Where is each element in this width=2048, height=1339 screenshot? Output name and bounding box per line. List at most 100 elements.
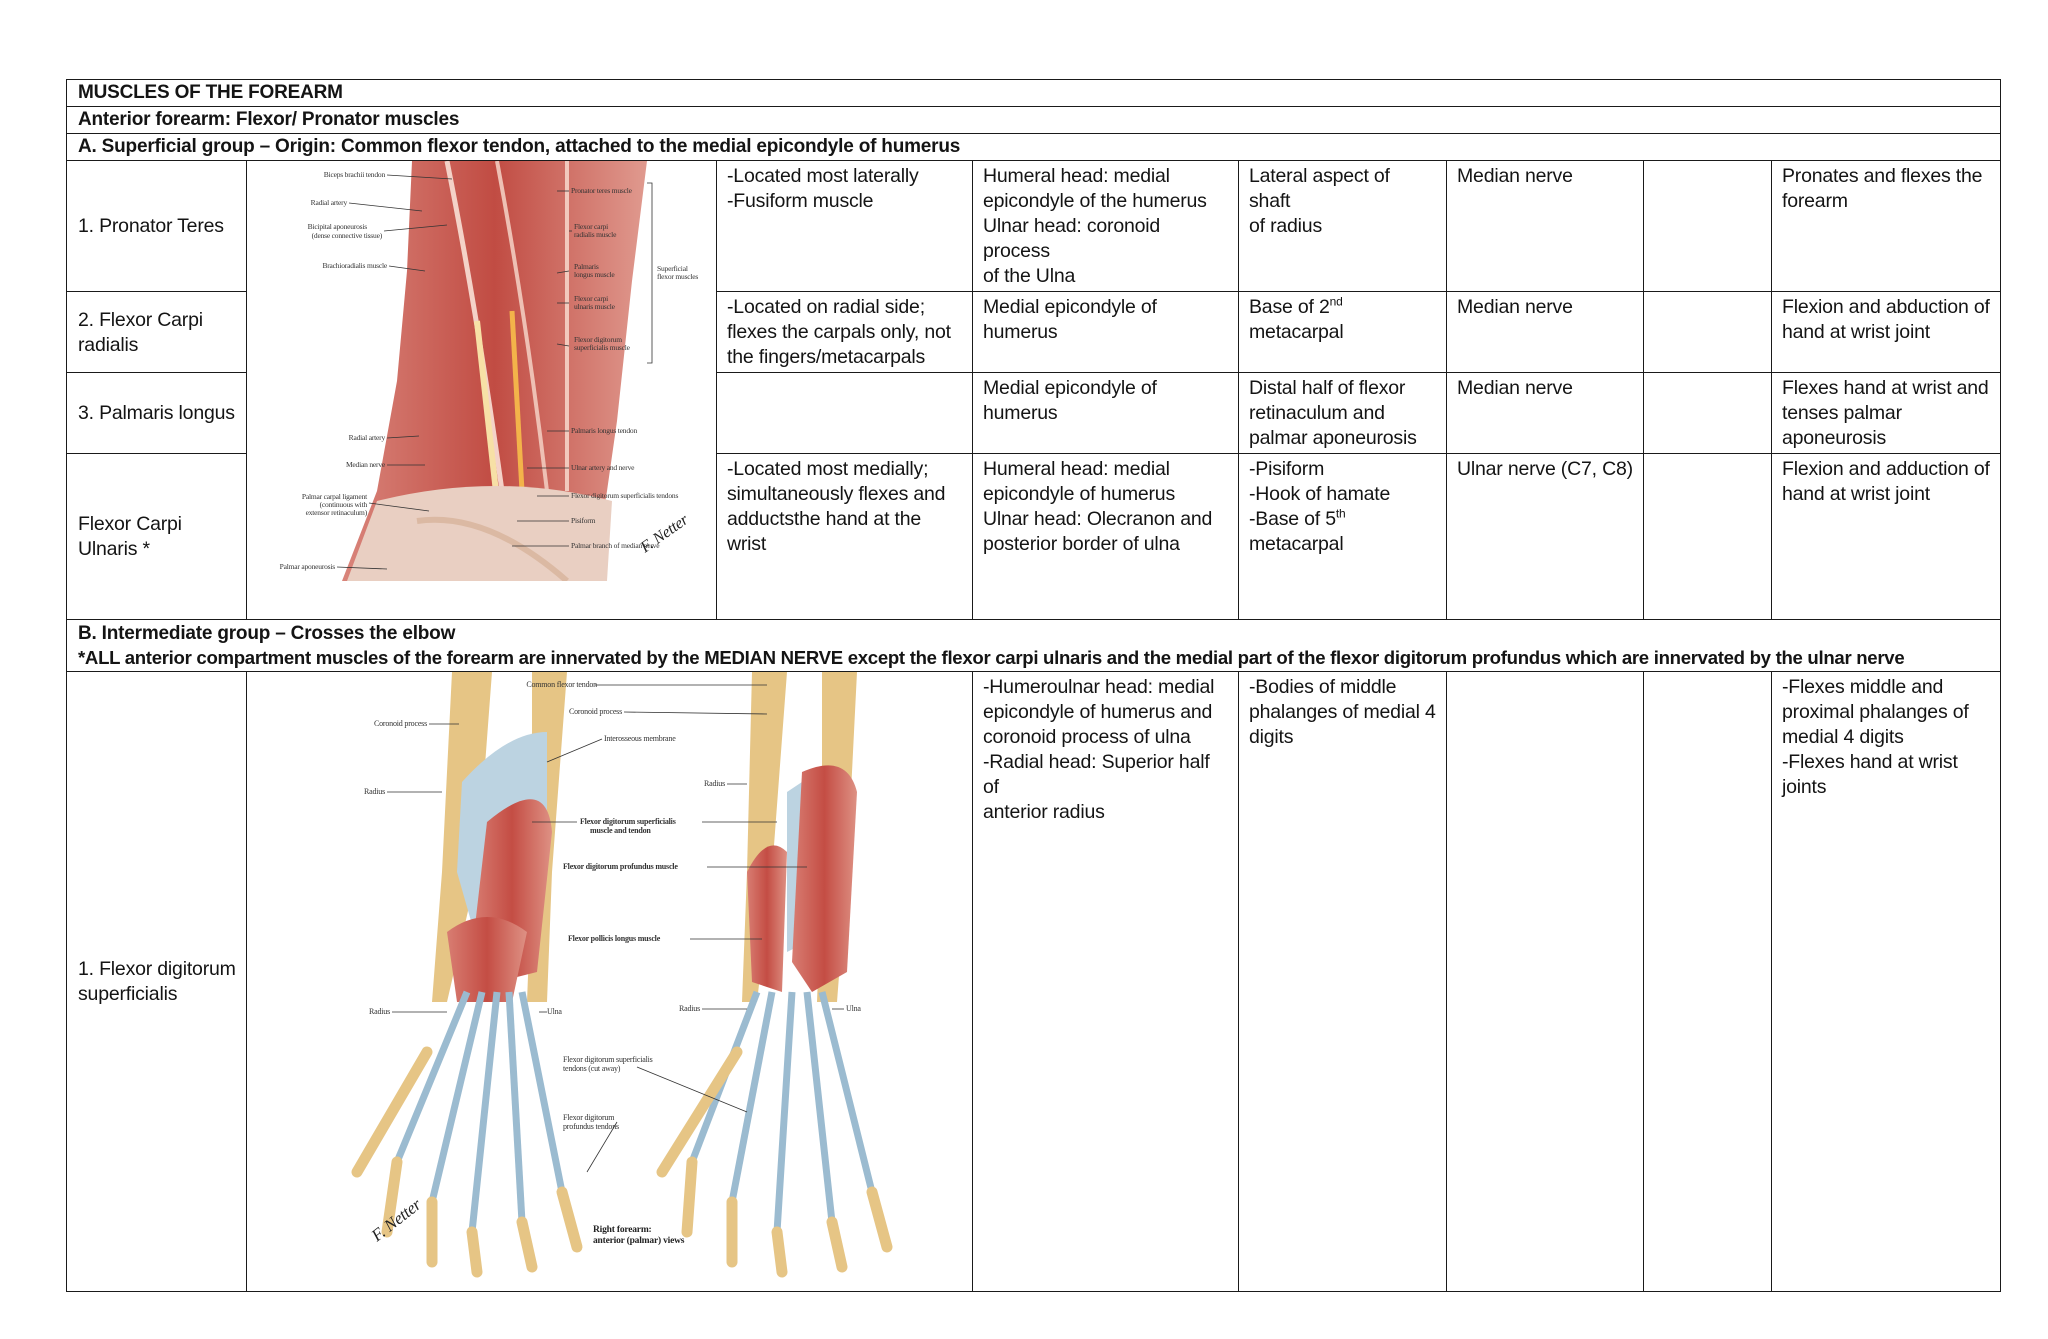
- label-common-flexor-tendon: Common flexor tendon: [526, 680, 597, 689]
- label-palmar-branch: Palmar branch of median nerve: [571, 541, 660, 550]
- label-ulnar-artery-nerve: Ulnar artery and nerve: [571, 463, 635, 472]
- label-palmar-aponeurosis: Palmar aponeurosis: [280, 562, 336, 571]
- label-coronoid-left: Coronoid process: [374, 719, 427, 728]
- muscle-insertion: Lateral aspect of shaft of radius: [1238, 160, 1447, 292]
- label-fdp-muscle: Flexor digitorum profundus muscle: [563, 862, 678, 871]
- label-fcu-2: ulnaris muscle: [574, 302, 616, 311]
- muscle-name: 1. Pronator Teres: [66, 160, 247, 292]
- label-biceps-tendon: Biceps brachii tendon: [324, 170, 386, 179]
- label-superficial-bracket: Superficial: [657, 264, 688, 273]
- label-fdp-tendons-2: profundus tendons: [563, 1122, 619, 1131]
- label-fds-tendons: Flexor digitorum superficialis tendons: [571, 491, 678, 500]
- forearm-muscles-table: MUSCLES OF THE FOREARM Anterior forearm:…: [65, 79, 2002, 1292]
- label-fcr: Flexor carpi: [574, 222, 608, 231]
- muscle-nerve: Ulnar nerve (C7, C8): [1446, 453, 1644, 620]
- label-radius-right-lower: Radius: [679, 1004, 700, 1013]
- label-superficial-bracket-2: flexor muscles: [657, 272, 698, 281]
- table-subtitle: Anterior forearm: Flexor/ Pronator muscl…: [65, 106, 2002, 134]
- intermediate-flexors-illustration: Common flexor tendon Coronoid process Co…: [351, 672, 893, 1278]
- label-ulna-left: Ulna: [547, 1007, 562, 1016]
- muscle-name: 1. Flexor digitorum superficialis: [66, 671, 247, 1292]
- muscle-origin: Medial epicondyle of humerus: [972, 291, 1239, 373]
- label-fds: Flexor digitorum: [574, 335, 622, 344]
- muscle-action: Flexes hand at wrist and tenses palmar a…: [1770, 372, 2002, 454]
- intermediate-flexors-illustration-cell: Common flexor tendon Coronoid process Co…: [246, 671, 973, 1292]
- label-radius-right-upper: Radius: [704, 779, 725, 788]
- label-palmaris-tendon: Palmaris longus tendon: [571, 426, 637, 435]
- muscle-action: Flexion and adduction of hand at wrist j…: [1770, 453, 2002, 620]
- muscle-description: -Located most medially; simultaneously f…: [716, 453, 973, 620]
- label-radius-left-lower: Radius: [369, 1007, 390, 1016]
- label-coronoid-right: Coronoid process: [569, 707, 622, 716]
- label-radial-artery-lower: Radial artery: [349, 433, 386, 442]
- muscle-nerve: Median nerve: [1446, 160, 1644, 292]
- muscle-description: [716, 372, 973, 454]
- label-palmar-carpal-ligament: Palmar carpal ligament: [302, 492, 368, 501]
- muscle-name: 3. Palmaris longus: [66, 372, 247, 454]
- subtitle-row: Anterior forearm: Flexor/ Pronator muscl…: [65, 106, 2002, 134]
- label-brachioradialis: Brachioradialis muscle: [322, 261, 387, 270]
- group-a-row: A. Superficial group – Origin: Common fl…: [65, 133, 2002, 161]
- muscle-name: 2. Flexor Carpi radialis: [66, 291, 247, 373]
- muscle-row-flexor-digitorum-superficialis: 1. Flexor digitorum superficialis: [66, 671, 2002, 1292]
- muscle-insertion: -Bodies of middle phalanges of medial 4 …: [1238, 671, 1447, 1292]
- label-palmar-carpal-ligament-2: (continuous with: [320, 500, 368, 509]
- label-bicipital-aponeurosis: Bicipital aponeurosis: [308, 222, 368, 231]
- muscle-row-flexor-carpi-ulnaris: Flexor Carpi Ulnaris * -Located most med…: [66, 453, 2002, 620]
- label-fcr-2: radialis muscle: [574, 230, 617, 239]
- netter-signature-a: F. Netter: [637, 511, 693, 557]
- muscle-insertion: Base of 2nd metacarpal: [1238, 291, 1447, 373]
- label-fds-muscle-2: muscle and tendon: [590, 826, 651, 835]
- muscle-nerve: [1446, 671, 1644, 1292]
- muscle-description: -Located on radial side; flexes the carp…: [716, 291, 973, 373]
- muscle-action: -Flexes middle and proximal phalanges of…: [1770, 671, 2002, 1292]
- muscle-origin: Humeral head: medial epicondyle of humer…: [972, 453, 1239, 620]
- label-ulna-right: Ulna: [846, 1004, 861, 1013]
- superficial-flexors-illustration: Biceps brachii tendon Radial artery Bici…: [280, 161, 699, 584]
- muscle-origin: -Humeroulnar head: medial epicondyle of …: [972, 671, 1239, 1292]
- muscle-insertion: Distal half of flexor retinaculum and pa…: [1238, 372, 1447, 454]
- illustration-caption-2: anterior (palmar) views: [593, 1235, 685, 1246]
- muscle-description: -Located most laterally -Fusiform muscle: [716, 160, 973, 292]
- muscle-nerve: Median nerve: [1446, 372, 1644, 454]
- label-fds-2: superficialis muscle: [574, 343, 631, 352]
- label-fds-muscle: Flexor digitorum superficialis: [580, 817, 676, 826]
- innervation-note: *ALL anterior compartment muscles of the…: [78, 647, 1905, 668]
- label-radial-artery-upper: Radial artery: [311, 198, 348, 207]
- label-fds-tendons-cut: Flexor digitorum superficialis: [563, 1055, 653, 1064]
- muscle-table-sheet: MUSCLES OF THE FOREARM Anterior forearm:…: [65, 79, 2002, 1292]
- group-b-row: B. Intermediate group – Crosses the elbo…: [65, 619, 2002, 672]
- label-fpl-muscle: Flexor pollicis longus muscle: [568, 934, 661, 943]
- label-palmaris: Palmaris: [574, 262, 599, 271]
- label-fcu: Flexor carpi: [574, 294, 608, 303]
- label-fdp-tendons: Flexor digitorum: [563, 1113, 615, 1122]
- muscle-blank-cell: [1643, 291, 1772, 373]
- muscle-row-flexor-carpi-radialis: 2. Flexor Carpi radialis -Located on rad…: [66, 291, 2002, 373]
- label-pronator-teres: Pronator teres muscle: [571, 186, 633, 195]
- group-b-heading: B. Intermediate group – Crosses the elbo…: [78, 623, 456, 644]
- label-bicipital-aponeurosis-note: (dense connective tissue): [312, 231, 383, 240]
- illustration-caption: Right forearm:: [593, 1225, 652, 1235]
- label-interosseous: Interosseous membrane: [604, 734, 676, 743]
- title-row: MUSCLES OF THE FOREARM: [65, 79, 2002, 107]
- superficial-flexors-illustration-cell: Biceps brachii tendon Radial artery Bici…: [246, 160, 717, 620]
- muscle-row-pronator-teres: 1. Pronator Teres: [66, 160, 2002, 620]
- muscle-action: Pronates and flexes the forearm: [1770, 160, 2002, 292]
- group-b-heading-cell: B. Intermediate group – Crosses the elbo…: [65, 619, 2002, 672]
- muscle-origin: Medial epicondyle of humerus: [972, 372, 1239, 454]
- muscle-action: Flexion and abduction of hand at wrist j…: [1770, 291, 2002, 373]
- muscle-row-palmaris-longus: 3. Palmaris longus Medial epicondyle of …: [66, 372, 2002, 454]
- muscle-origin: Humeral head: medial epicondyle of the h…: [972, 160, 1239, 292]
- muscle-blank-cell: [1643, 453, 1772, 620]
- muscle-insertion: -Pisiform -Hook of hamate -Base of 5th m…: [1238, 453, 1447, 620]
- muscle-blank-cell: [1643, 372, 1772, 454]
- muscle-blank-cell: [1643, 160, 1772, 292]
- group-a-heading: A. Superficial group – Origin: Common fl…: [65, 133, 2002, 161]
- label-palmar-carpal-ligament-3: extensor retinaculum): [306, 508, 368, 517]
- label-pisiform: Pisiform: [571, 516, 596, 525]
- label-radius-left-upper: Radius: [364, 787, 385, 796]
- muscle-name: Flexor Carpi Ulnaris *: [66, 453, 247, 620]
- muscle-nerve: Median nerve: [1446, 291, 1644, 373]
- label-palmaris-2: longus muscle: [574, 270, 615, 279]
- table-title: MUSCLES OF THE FOREARM: [65, 79, 2002, 107]
